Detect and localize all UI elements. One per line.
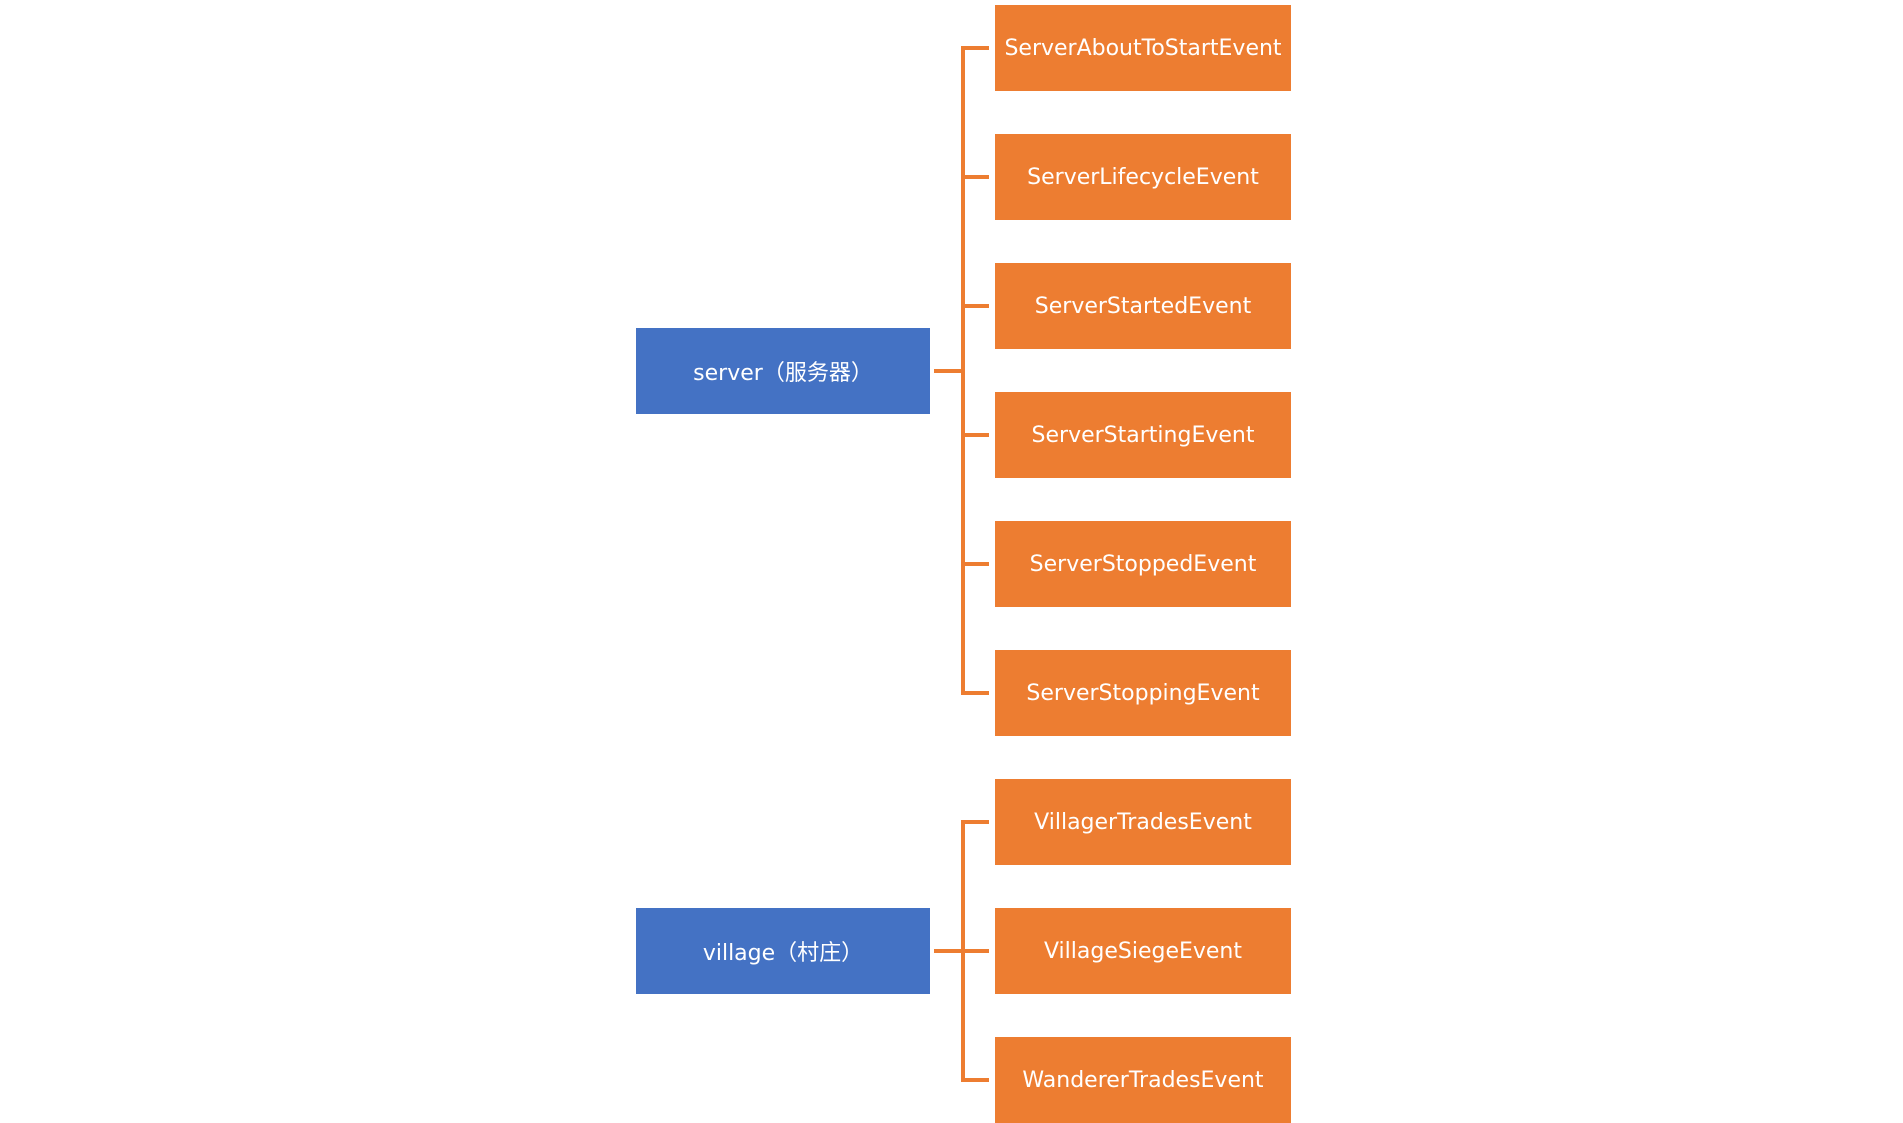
event-node: VillagerTradesEvent	[995, 779, 1291, 865]
group-node-village: village（村庄）	[636, 908, 930, 994]
event-node: ServerStartedEvent	[995, 263, 1291, 349]
event-node: ServerStartingEvent	[995, 392, 1291, 478]
group-node-server: server（服务器）	[636, 328, 930, 414]
event-node: ServerAboutToStartEvent	[995, 5, 1291, 91]
event-node: VillageSiegeEvent	[995, 908, 1291, 994]
event-node: WandererTradesEvent	[995, 1037, 1291, 1123]
event-node: ServerLifecycleEvent	[995, 134, 1291, 220]
event-node: ServerStoppedEvent	[995, 521, 1291, 607]
event-node: ServerStoppingEvent	[995, 650, 1291, 736]
